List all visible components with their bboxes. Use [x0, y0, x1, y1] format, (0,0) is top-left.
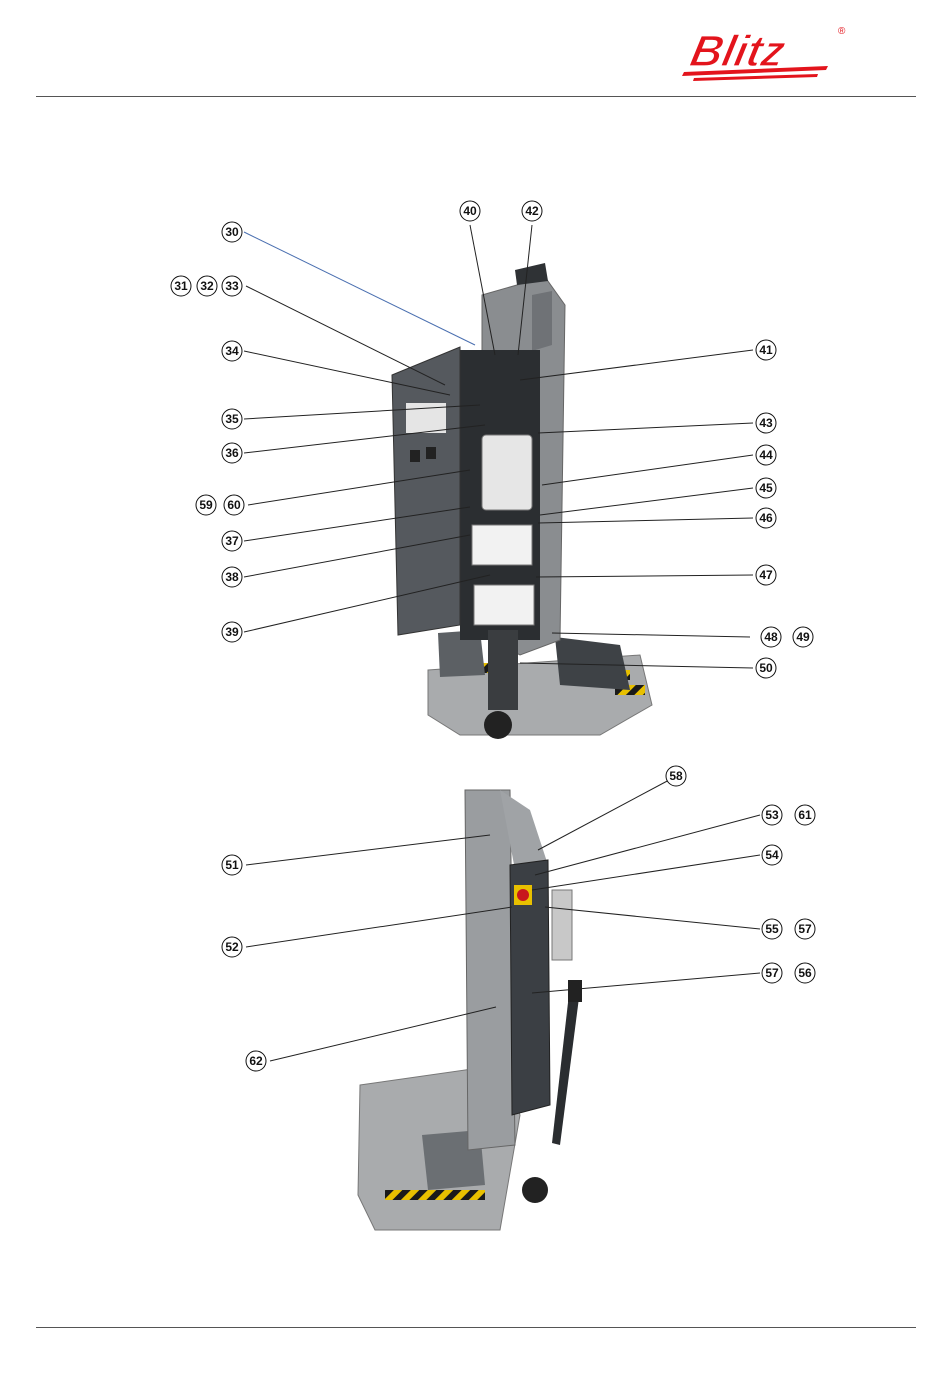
callout: 48 [761, 627, 781, 647]
svg-text:57: 57 [798, 922, 812, 936]
callout: 31 [171, 276, 191, 296]
svg-text:47: 47 [759, 568, 773, 582]
lift-column-figure: 30 31 32 33 34 35 36 59 60 37 38 39 40 4… [160, 185, 850, 1235]
callout: 35 [222, 409, 242, 429]
callout: 61 [795, 805, 815, 825]
door-switch [426, 447, 436, 459]
svg-text:61: 61 [798, 808, 812, 822]
wheel [522, 1177, 548, 1203]
callout: 51 [222, 855, 242, 875]
logo-wordmark: Blitz [686, 27, 789, 75]
svg-text:46: 46 [759, 511, 773, 525]
callout: 60 [224, 495, 244, 515]
wheel [484, 711, 512, 739]
svg-text:50: 50 [759, 661, 773, 675]
callout: 52 [222, 937, 242, 957]
svg-text:52: 52 [225, 940, 239, 954]
header-divider [36, 96, 916, 97]
svg-text:49: 49 [796, 630, 810, 644]
callout: 32 [197, 276, 217, 296]
svg-text:53: 53 [765, 808, 779, 822]
callout: 55 [762, 919, 782, 939]
blitz-logo: Blitz ® [678, 20, 853, 84]
callout: 62 [246, 1051, 266, 1071]
svg-text:39: 39 [225, 625, 239, 639]
callout: 46 [756, 508, 776, 528]
callout: 39 [222, 622, 242, 642]
svg-text:42: 42 [525, 204, 539, 218]
svg-text:54: 54 [765, 848, 779, 862]
svg-text:38: 38 [225, 570, 239, 584]
callout: 33 [222, 276, 242, 296]
svg-text:62: 62 [249, 1054, 263, 1068]
callout: 37 [222, 531, 242, 551]
cylinder [488, 630, 518, 710]
svg-text:41: 41 [759, 343, 773, 357]
emergency-stop-button [517, 889, 529, 901]
svg-text:44: 44 [759, 448, 773, 462]
column-front-open-view [392, 263, 652, 739]
svg-text:60: 60 [227, 498, 241, 512]
callout: 47 [756, 565, 776, 585]
column-body [465, 790, 515, 1150]
svg-text:32: 32 [200, 279, 214, 293]
callout: 57 [762, 963, 782, 983]
callout: 30 [222, 222, 242, 242]
svg-text:57: 57 [765, 966, 779, 980]
svg-text:37: 37 [225, 534, 239, 548]
svg-text:56: 56 [798, 966, 812, 980]
svg-text:58: 58 [669, 769, 683, 783]
callout: 56 [795, 963, 815, 983]
registered-mark: ® [838, 26, 846, 37]
footer-divider [36, 1327, 916, 1328]
callout: 53 [762, 805, 782, 825]
svg-text:33: 33 [225, 279, 239, 293]
callout: 36 [222, 443, 242, 463]
hazard-strip [385, 1190, 485, 1200]
svg-text:40: 40 [463, 204, 477, 218]
callout: 38 [222, 567, 242, 587]
callout: 50 [756, 658, 776, 678]
callout: 59 [196, 495, 216, 515]
valve-block [472, 525, 532, 565]
svg-text:59: 59 [199, 498, 213, 512]
svg-text:34: 34 [225, 344, 239, 358]
valve-block [474, 585, 534, 625]
column-side-view [358, 790, 582, 1230]
callout: 49 [793, 627, 813, 647]
handle-bar [552, 985, 580, 1145]
door-switch [410, 450, 420, 462]
callout: 42 [522, 201, 542, 221]
pedal [568, 980, 582, 1002]
svg-text:55: 55 [765, 922, 779, 936]
hydraulic-tank [482, 435, 532, 510]
callout: 43 [756, 413, 776, 433]
svg-text:51: 51 [225, 858, 239, 872]
svg-text:36: 36 [225, 446, 239, 460]
svg-text:30: 30 [225, 225, 239, 239]
svg-text:43: 43 [759, 416, 773, 430]
callout: 40 [460, 201, 480, 221]
callout: 54 [762, 845, 782, 865]
callout: 58 [666, 766, 686, 786]
callout: 44 [756, 445, 776, 465]
svg-text:45: 45 [759, 481, 773, 495]
callout: 34 [222, 341, 242, 361]
side-plate [552, 890, 572, 960]
callout: 45 [756, 478, 776, 498]
svg-text:48: 48 [764, 630, 778, 644]
callout: 41 [756, 340, 776, 360]
column-vent [532, 291, 552, 351]
callout: 57 [795, 919, 815, 939]
svg-text:31: 31 [174, 279, 188, 293]
svg-text:35: 35 [225, 412, 239, 426]
